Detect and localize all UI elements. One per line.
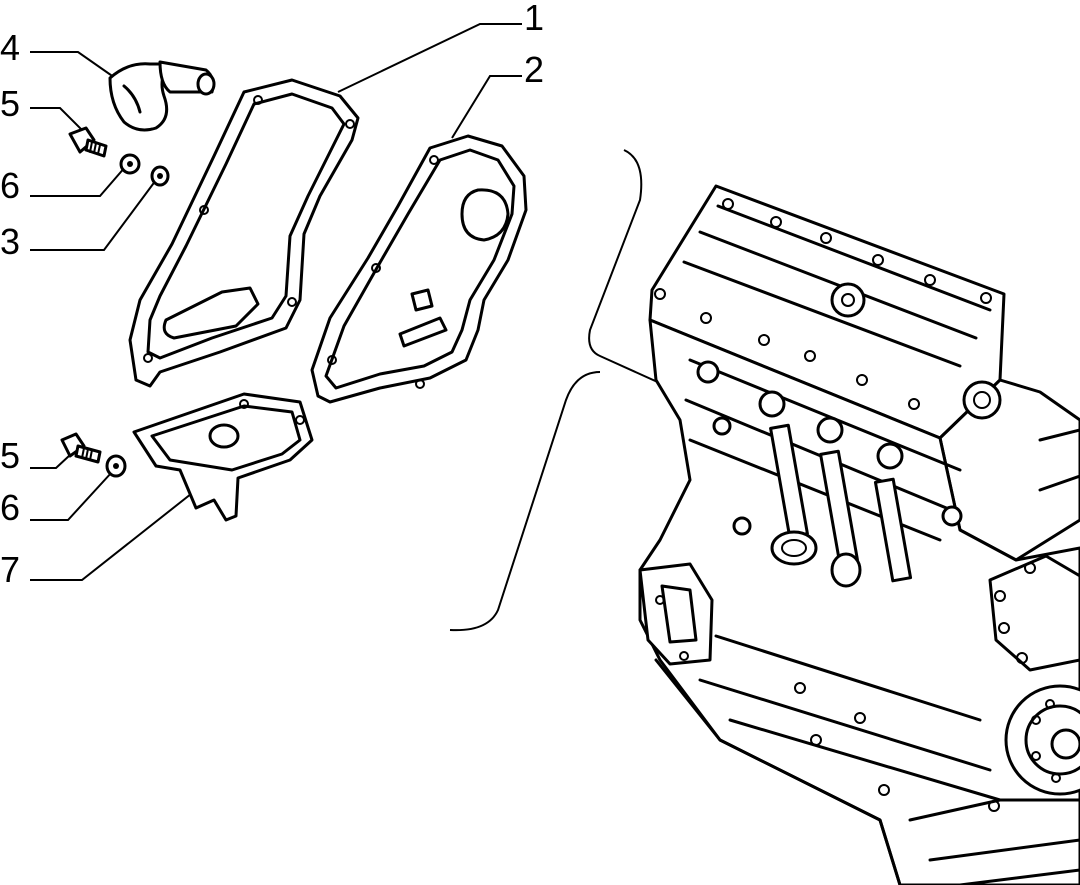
part-4-clip [108, 60, 216, 132]
callout-6-upper: 6 [0, 165, 20, 206]
callout-7: 7 [0, 549, 20, 590]
callout-3: 3 [0, 221, 20, 262]
part-7-lower-bracket [132, 392, 314, 522]
part-1-inner-cover [128, 78, 360, 388]
callout-5-upper: 5 [0, 83, 20, 124]
part-5-screw-lower [60, 432, 102, 464]
engine-block [449, 149, 1080, 885]
leader-lines [30, 23, 522, 581]
callout-6-lower: 6 [0, 487, 20, 528]
callout-2: 2 [524, 49, 544, 90]
callout-4: 4 [0, 27, 20, 68]
callout-1: 1 [524, 0, 544, 38]
part-5-screw-upper [68, 126, 108, 158]
part-2-outer-cover [310, 134, 528, 404]
callout-5-lower: 5 [0, 435, 20, 476]
